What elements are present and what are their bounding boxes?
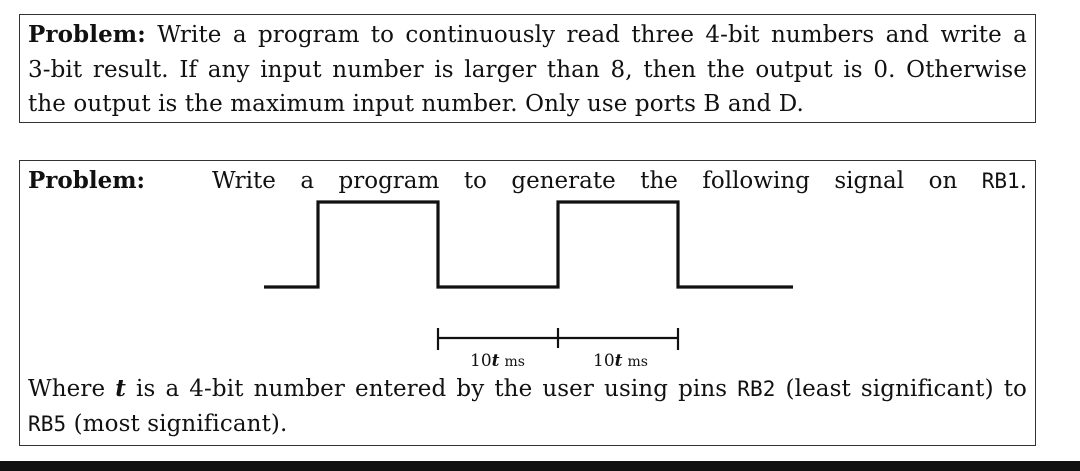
pin-rb2: RB2 — [737, 377, 776, 401]
problem2-word-3: to — [463, 168, 487, 194]
problem2-word-0: Write — [212, 168, 276, 194]
problem2-word-5: the — [640, 168, 678, 194]
problem2-word-7: signal — [834, 168, 905, 194]
problem2-word-6: following — [702, 168, 810, 194]
pin-rb1: RB1 — [981, 169, 1020, 193]
problem2-pin-rb1: RB1. — [982, 164, 1027, 198]
square-wave-signal — [264, 200, 793, 289]
problem2-bottom-line1: Where t is a 4-bit number entered by the… — [28, 372, 1027, 407]
problem2-description: Where t is a 4-bit number entered by the… — [28, 372, 1027, 441]
problem2-word-4: generate — [511, 168, 616, 194]
where-word: Where — [28, 376, 106, 402]
bottom-text-2: (least significant) to — [785, 376, 1027, 402]
problem2-word-2: program — [338, 168, 440, 194]
problem2-word-1: a — [300, 168, 315, 194]
problem1-line1: Problem: Write a program to continuously… — [28, 18, 1027, 53]
problem2-label: Problem: — [28, 167, 146, 194]
variable-t: t — [115, 375, 126, 402]
problem1-line3: the output is the maximum input number. … — [28, 91, 804, 117]
bottom-text-1: is a 4-bit number entered by the user us… — [136, 376, 728, 402]
period: . — [1019, 168, 1027, 194]
bottom-text-3: (most significant). — [73, 410, 288, 437]
problem2-word-8: on — [928, 168, 958, 194]
problem-box-2: Problem: Write a program to generate the… — [19, 160, 1036, 446]
bottom-border-bar — [0, 461, 1080, 471]
pin-rb5: RB5 — [28, 411, 67, 436]
problem2-line1: Problem: Write a program to generate the… — [28, 164, 1027, 198]
problem1-label: Problem: — [28, 21, 146, 48]
problem-box-1: Problem: Write a program to continuously… — [19, 14, 1036, 123]
problem1-line2: 3-bit result. If any input number is lar… — [28, 56, 1027, 83]
problem2-bottom-line2: RB5 (most significant). — [28, 407, 1027, 442]
problem1-line1-text: Write a program to continuously read thr… — [157, 22, 1027, 48]
